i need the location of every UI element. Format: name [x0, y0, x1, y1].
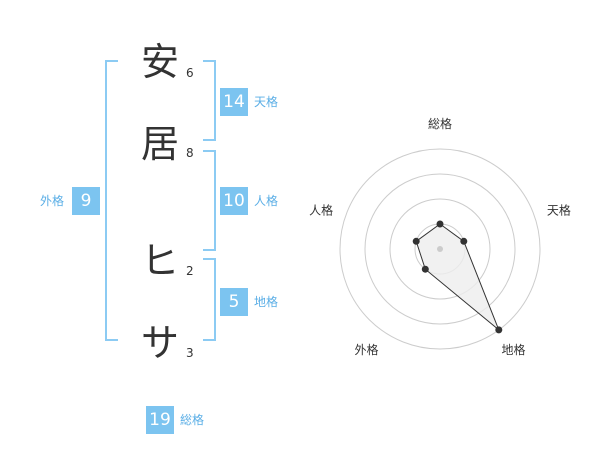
- gaikaku-label: 外格: [40, 194, 65, 208]
- radar-axis-label: 総格: [428, 116, 452, 131]
- tenkaku-label: 天格: [254, 95, 279, 109]
- radar-point-5: [412, 237, 420, 245]
- radar-ring-3: [364, 173, 516, 325]
- soukaku-label: 総格: [180, 413, 205, 427]
- stroke-count-3: 2: [186, 264, 194, 278]
- name-char-2: 居: [140, 122, 179, 166]
- radar-point-1: [436, 220, 444, 228]
- soukaku-value: 19: [146, 406, 174, 434]
- gaikaku-value: 9: [72, 187, 100, 215]
- chikaku-value: 5: [220, 288, 248, 316]
- radar-ring-2: [389, 198, 491, 300]
- chikaku-bracket: [203, 258, 216, 341]
- radar-center: [437, 246, 443, 252]
- name-char-1: 安: [140, 40, 179, 84]
- radar-axis-label: 人格: [309, 202, 333, 217]
- stroke-count-2: 8: [186, 146, 194, 160]
- jinkaku-value: 10: [220, 187, 248, 215]
- chikaku-label: 地格: [254, 295, 279, 309]
- radar-axis-label: 外格: [354, 342, 378, 357]
- radar-ring-4: [339, 148, 541, 350]
- radar-polygon: [415, 223, 500, 331]
- name-char-4: サ: [140, 321, 179, 365]
- radar-axis-label: 天格: [547, 202, 571, 217]
- radar-axis-label: 地格: [501, 342, 525, 357]
- name-char-3: ヒ: [140, 239, 179, 283]
- radar-point-4: [421, 265, 429, 273]
- tenkaku-bracket: [203, 60, 216, 141]
- jinkaku-label: 人格: [254, 194, 279, 208]
- stroke-count-4: 3: [186, 346, 194, 360]
- tenkaku-value: 14: [220, 88, 248, 116]
- stroke-count-1: 6: [186, 66, 194, 80]
- radar-point-2: [460, 237, 468, 245]
- gaikaku-bracket: [105, 60, 118, 341]
- radar-point-3: [495, 326, 503, 334]
- jinkaku-bracket: [203, 150, 216, 251]
